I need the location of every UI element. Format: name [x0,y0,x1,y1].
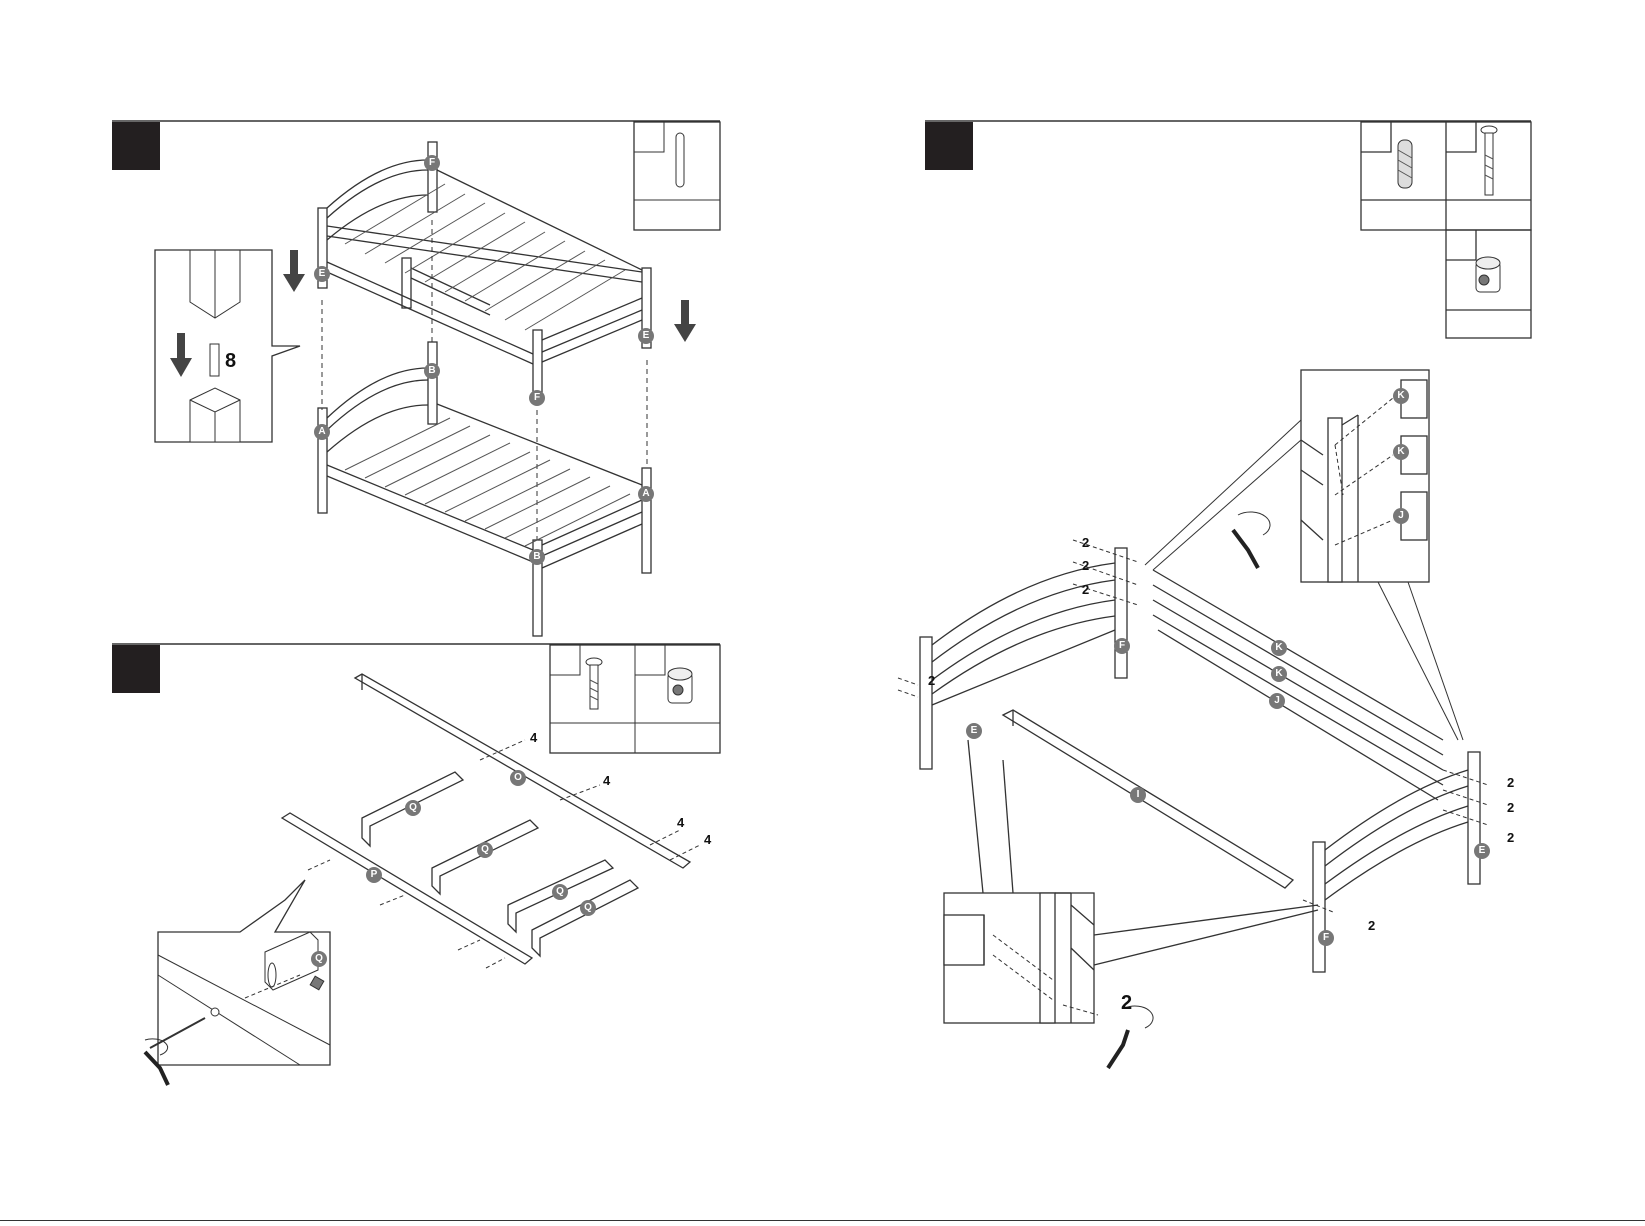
lower-bunk-slats [345,418,630,546]
part-label: K [1271,666,1287,682]
bolt-quantity: 2 [1082,535,1089,550]
part-label: Q [311,951,327,967]
bolt-quantity: 2 [1082,582,1089,597]
dowel-inset [155,250,300,442]
bolt-icon [586,658,602,709]
part-label: B [424,363,440,379]
bolt-dashes [308,740,700,968]
step-1-diagram [0,0,822,1226]
allen-key-icon [1108,1006,1153,1068]
part-label: J [1393,508,1409,524]
part-label: P [366,867,382,883]
bolt-quantity: 4 [603,773,610,788]
part-label: F [529,390,545,406]
bolt-quantity: 2 [1082,558,1089,573]
part-label: I [1130,787,1146,803]
part-label: Q [552,884,568,900]
bolt-quantity: 2 [1507,800,1514,815]
barrel-nut-icon [1476,257,1500,292]
top-rail-inset [1301,370,1429,582]
bolt-icon [1481,126,1497,195]
part-label: Q [477,842,493,858]
bolt-inset [145,880,330,1085]
part-label: A [638,486,654,502]
upper-bunk-slats [345,184,625,330]
upper-bunk [318,142,651,400]
part-label: K [1393,444,1409,460]
part-label: B [529,549,545,565]
part-label: F [1318,930,1334,946]
part-label: E [314,266,330,282]
dowel-quantity: 8 [225,350,236,373]
page-bottom-rule [0,1220,1645,1221]
part-label: Q [580,900,596,916]
part-label: A [314,424,330,440]
step-number-box-2 [112,645,160,693]
bolt-quantity: 4 [677,815,684,830]
bolt-quantity: 2 [1507,775,1514,790]
bolt-quantity: 4 [530,730,537,745]
part-label: K [1271,640,1287,656]
left-page: F E E B F A A B 8 O Q Q Q Q P Q 4 4 4 4 [0,0,822,1226]
down-arrow-icon [283,250,305,292]
dowel-icon [1398,140,1412,188]
part-label: J [1269,693,1285,709]
allen-key-icon [1233,512,1270,568]
lower-bunk [318,342,651,636]
part-label: E [1474,843,1490,859]
barrel-nut-icon [668,668,692,703]
bolt-quantity: 2 [1507,830,1514,845]
bolt-quantity: 4 [704,832,711,847]
parts-box-dowel [634,122,720,230]
end-rail-inset [944,740,1318,1023]
slat-q-blocks [362,772,638,956]
part-label: F [424,155,440,171]
bolt-quantity: 2 [1368,918,1375,933]
part-label: F [1114,638,1130,654]
part-label: O [510,770,526,786]
step-3-diagram [823,0,1645,1226]
part-label: E [638,328,654,344]
parts-box-bolt-nut [550,645,720,753]
part-label: Q [405,800,421,816]
dowel-icon [676,133,684,187]
part-label: K [1393,388,1409,404]
right-page: K K J K K J I F E E F 2 2 2 2 2 2 2 2 2 [823,0,1645,1226]
part-label: E [966,723,982,739]
down-arrow-icon [674,300,696,342]
bolt-quantity: 2 [928,673,935,688]
parts-box-step-3 [1361,122,1531,338]
bolt-quantity-inset: 2 [1121,992,1132,1015]
